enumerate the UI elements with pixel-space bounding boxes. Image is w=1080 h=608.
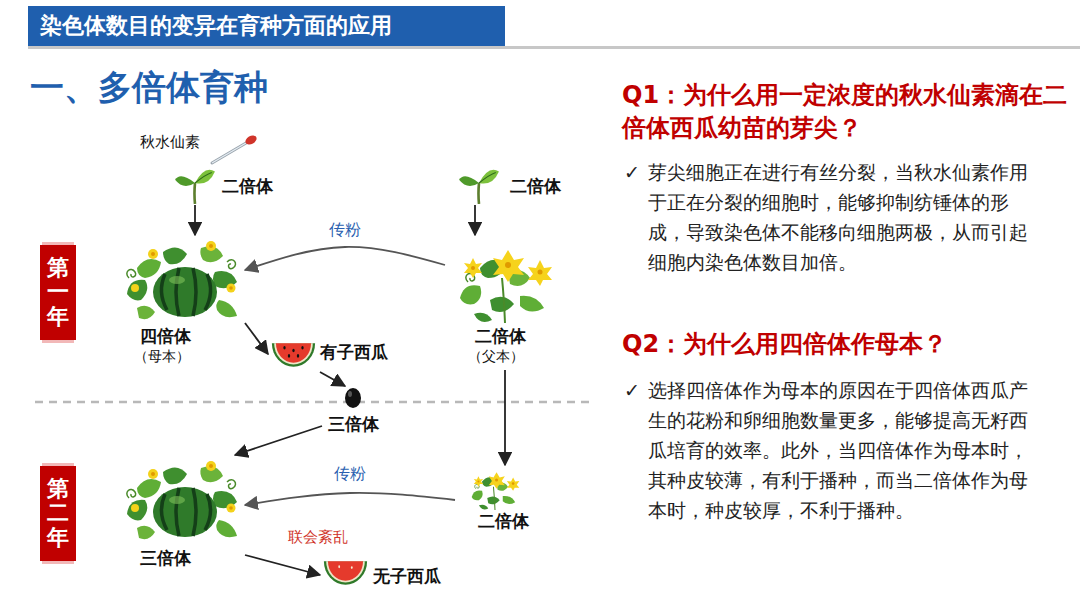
- check-mark: ✓: [624, 375, 640, 405]
- edge-label: 传粉: [332, 464, 368, 484]
- connector: [245, 555, 320, 575]
- answer-text: 芽尖细胞正在进行有丝分裂，当秋水仙素作用于正在分裂的细胞时，能够抑制纺锤体的形成…: [648, 157, 1040, 277]
- connector: [245, 323, 268, 354]
- stage-illustration: 二倍体: [455, 160, 575, 205]
- stage-label: 二倍体: [510, 176, 561, 196]
- year-label: 第一年: [47, 256, 69, 329]
- stage-label: 无子西瓜: [373, 566, 441, 586]
- stage-illustration: 三倍体: [120, 455, 245, 580]
- stage-label: 二倍体: [475, 326, 526, 346]
- edge-label: 联会紊乱: [286, 527, 350, 547]
- stage-label: 二倍体: [478, 511, 529, 531]
- stage-illustration: 二倍体: [170, 160, 285, 205]
- stage-label: 二倍体: [222, 176, 273, 196]
- connector: [320, 372, 345, 386]
- title-banner: 染色体数目的变异在育种方面的应用: [28, 6, 505, 46]
- stage-illustration: 二倍体: [455, 465, 575, 540]
- connector: [474, 205, 476, 235]
- answer-text: 选择四倍体作为母本的原因在于四倍体西瓜产生的花粉和卵细胞数量更多，能够提高无籽西…: [648, 375, 1040, 525]
- reagent-label: 秋水仙素: [140, 133, 200, 151]
- stage-label: （父本）: [468, 347, 524, 365]
- edge-label: 传粉: [327, 220, 363, 240]
- question-heading: Q1：为什么用一定浓度的秋水仙素滴在二倍体西瓜幼苗的芽尖？: [622, 79, 1068, 145]
- stage-label: 三倍体: [140, 548, 191, 568]
- section-heading: 一、多倍体育种: [30, 66, 268, 108]
- stage-label: 四倍体: [140, 326, 191, 346]
- year-badge: 第二年: [40, 466, 76, 561]
- year-label: 第二年: [47, 477, 69, 550]
- title-text: 染色体数目的变异在育种方面的应用: [28, 6, 505, 46]
- stage-illustration: 有子西瓜: [268, 332, 398, 372]
- stage-illustration: 四倍体（母本）: [120, 235, 245, 370]
- check-mark: ✓: [624, 157, 640, 187]
- connector: [194, 205, 196, 235]
- stage-illustration: 二倍体（父本）: [445, 235, 565, 370]
- connector: [245, 493, 455, 505]
- stage-illustration: 三倍体: [322, 386, 384, 438]
- question-heading: Q2：为什么用四倍体作母本？: [622, 328, 1068, 361]
- stage-label: 有子西瓜: [320, 342, 388, 362]
- connector: [504, 370, 506, 465]
- year-badge: 第一年: [40, 245, 76, 340]
- stage-label: （母本）: [134, 347, 190, 365]
- stage-label: 三倍体: [328, 414, 379, 434]
- stage-illustration: 无子西瓜: [320, 555, 480, 595]
- connector: [235, 426, 322, 455]
- connector: [245, 247, 445, 270]
